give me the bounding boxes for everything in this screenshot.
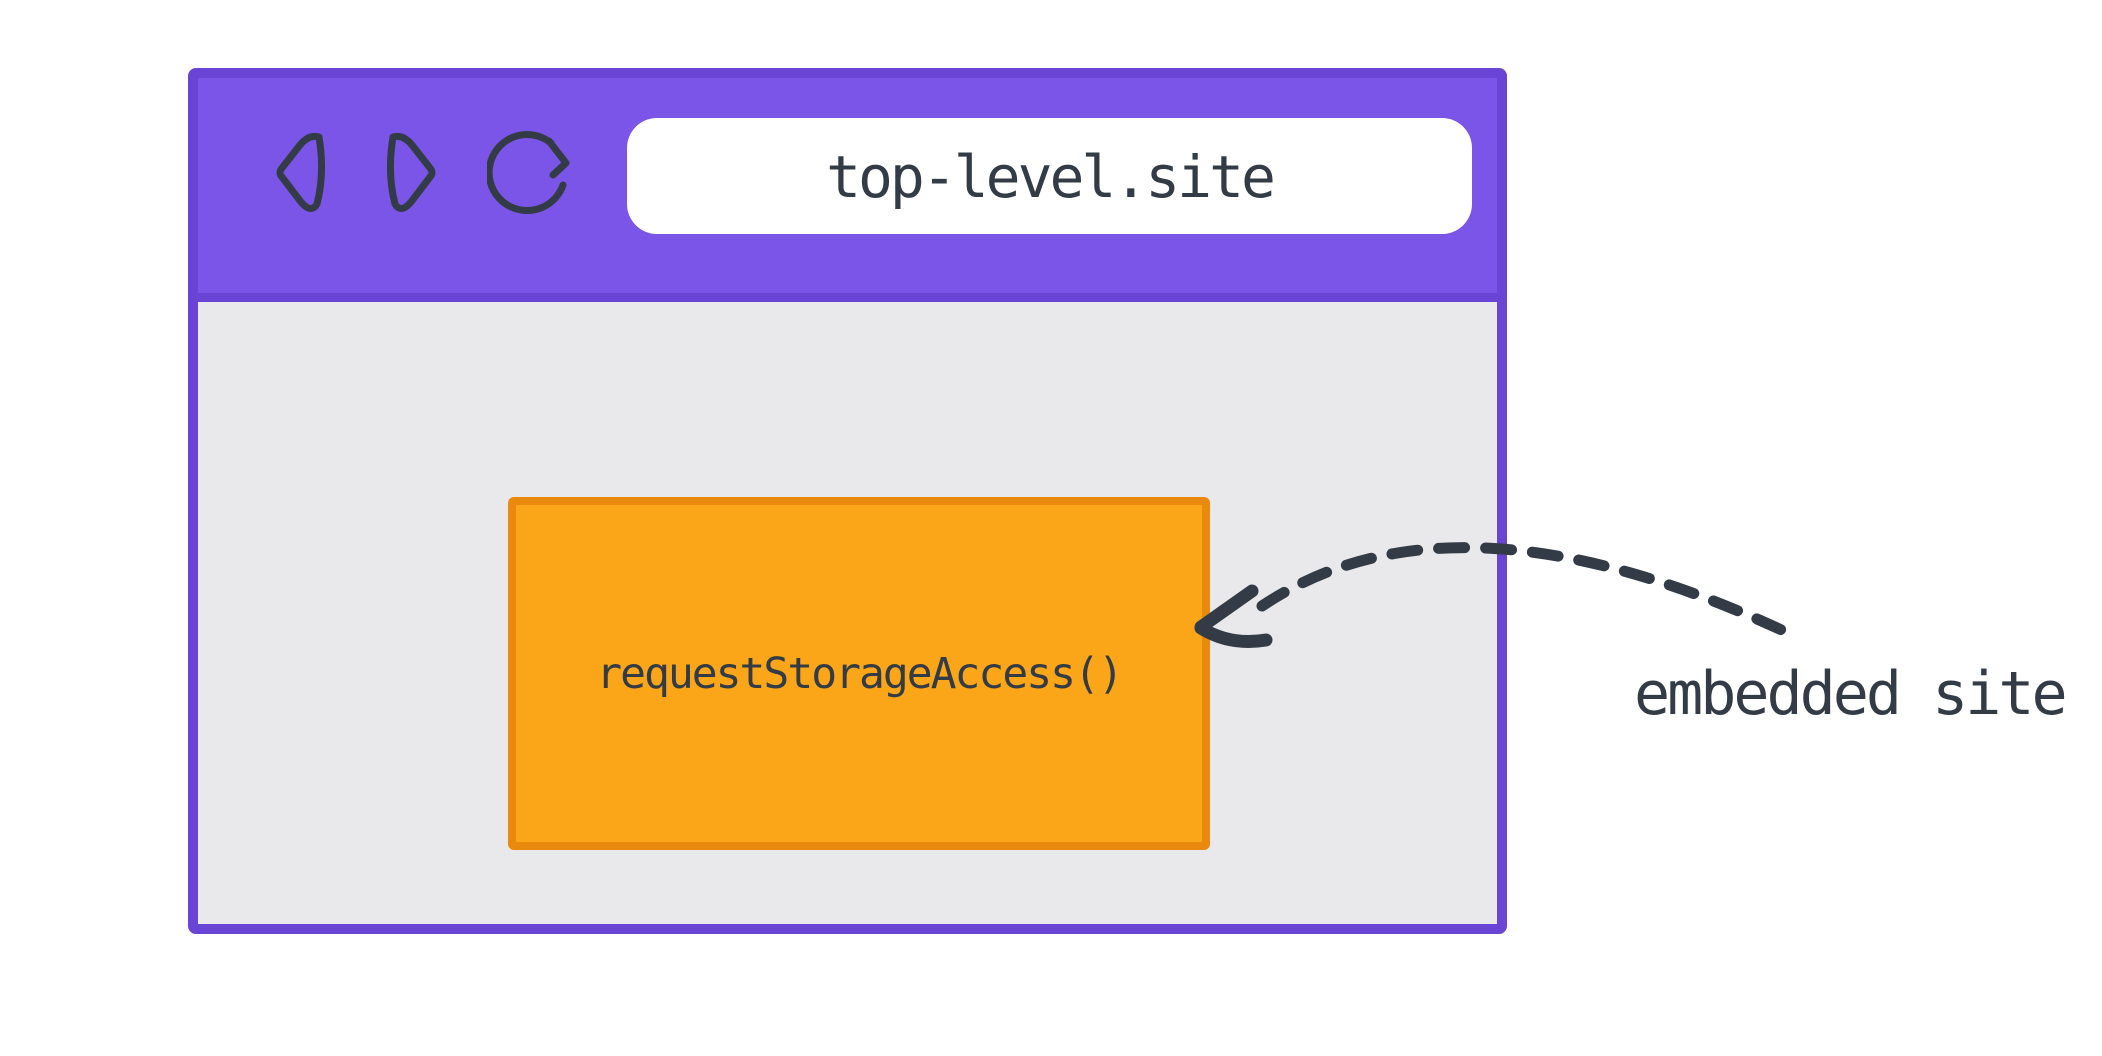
embedded-iframe-box: requestStorageAccess() xyxy=(508,497,1210,850)
annotation-label: embedded site xyxy=(1634,659,2068,729)
reload-icon xyxy=(487,131,570,215)
browser-window: top-level.site requestStorageAccess() xyxy=(188,68,1507,934)
embed-box-label: requestStorageAccess() xyxy=(596,648,1124,699)
nav-buttons xyxy=(275,130,573,216)
address-bar: top-level.site xyxy=(627,118,1472,234)
address-text: top-level.site xyxy=(826,143,1276,211)
page-content-area: requestStorageAccess() xyxy=(198,302,1497,924)
back-icon xyxy=(276,132,326,212)
browser-toolbar: top-level.site xyxy=(198,78,1497,302)
forward-icon xyxy=(386,132,436,212)
